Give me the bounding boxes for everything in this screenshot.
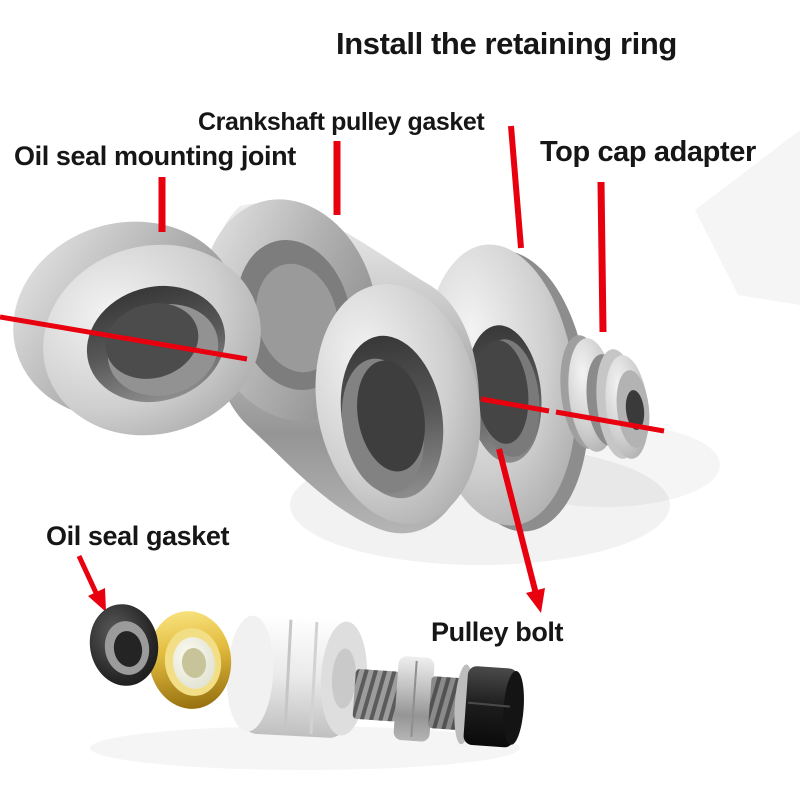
oil-seal-black-ring: [89, 604, 159, 686]
axis-line-left: [0, 314, 248, 362]
label-pulley-bolt: Pulley bolt: [431, 617, 564, 647]
axis-line-middle: [480, 396, 550, 414]
diagram-title: Install the retaining ring: [336, 26, 677, 61]
pulley-bolt-part: [352, 656, 524, 748]
arrowhead-oil-seal-gasket: [88, 588, 106, 612]
spacer-cylinder: [226, 614, 368, 738]
label-oil-seal-mounting-joint: Oil seal mounting joint: [14, 141, 296, 171]
label-oil-seal-gasket: Oil seal gasket: [46, 521, 230, 551]
leader-top-cap-adapter: [597, 181, 607, 333]
arrowhead-pulley-bolt: [526, 588, 545, 613]
oil-seal-gasket-gold-ring: [148, 611, 232, 709]
oil-seal-mounting-joint-ring: [13, 221, 261, 436]
bottom-assembly: [89, 604, 524, 748]
adapter-bore: [625, 390, 645, 430]
arrow-pulley-bolt: [496, 448, 545, 613]
arrow-oil-seal-gasket: [76, 554, 106, 612]
retaining-ring-washer: [423, 244, 590, 532]
leader-retaining-ring: [508, 125, 524, 249]
label-top-cap-adapter: Top cap adapter: [540, 136, 756, 168]
axis-line-right: [555, 409, 665, 434]
label-crankshaft-pulley-gasket: Crankshaft pulley gasket: [198, 108, 485, 136]
top-cap-adapter-pulley: [560, 335, 650, 459]
background-tint: [695, 130, 800, 305]
